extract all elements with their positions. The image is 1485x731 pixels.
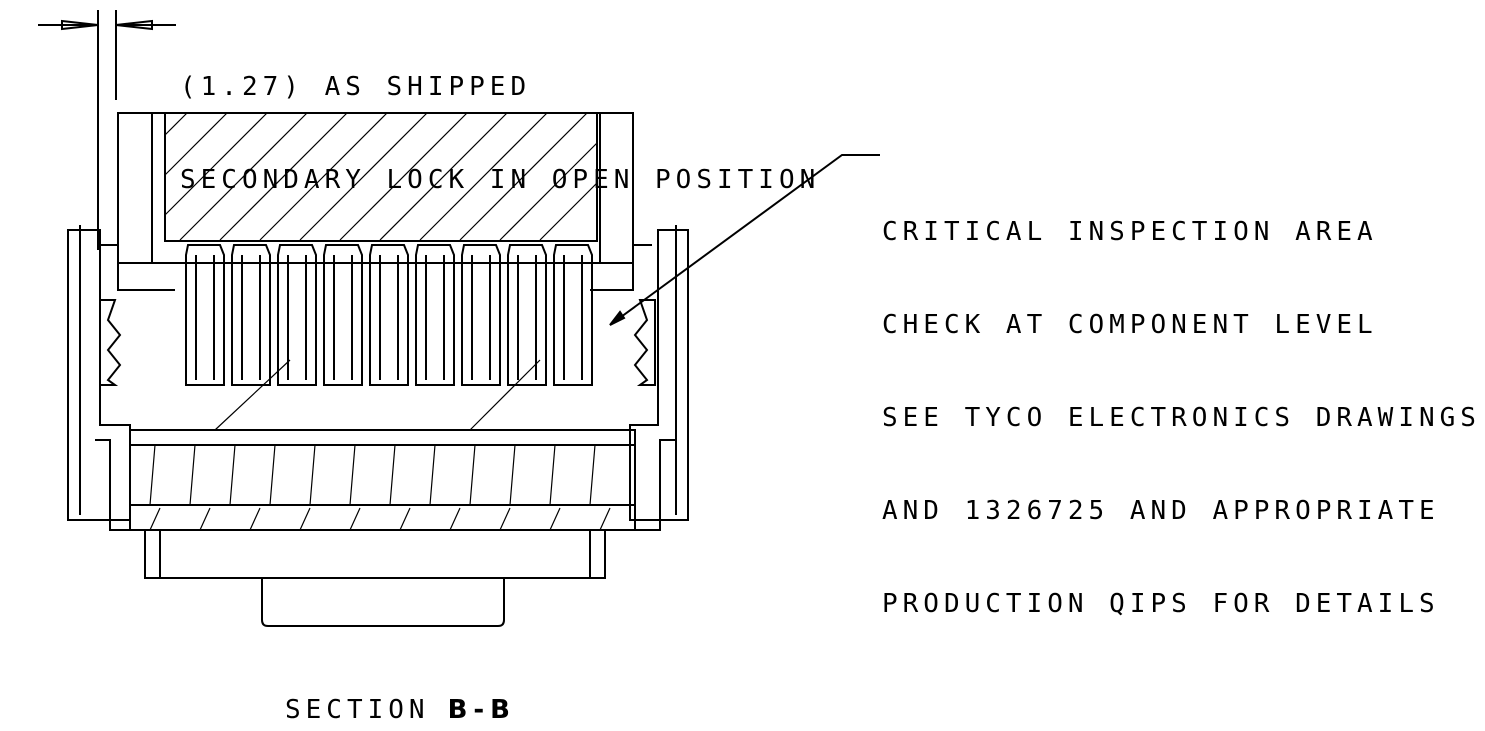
terminal-finger-detail [241,255,261,380]
terminal-fingers [185,244,593,386]
terminal-finger-detail [517,255,537,380]
inspection-note-line: CHECK AT COMPONENT LEVEL [882,310,1378,340]
terminal-finger-detail [471,255,491,380]
terminal-finger-detail [333,255,353,380]
seal-left [99,299,122,386]
terminal-finger-detail [425,255,445,380]
section-word: SECTION [285,695,430,725]
section-id: B-B [447,695,517,725]
dimension-note: (1.27) AS SHIPPED SECONDARY LOCK IN OPEN… [180,10,820,227]
terminal-finger-detail [287,255,307,380]
terminal-finger [277,244,317,386]
terminal-finger [415,244,455,386]
lower-body [95,429,675,627]
terminal-finger [553,244,593,386]
dimension-arrows [38,10,176,250]
grommet-hatching [149,359,611,531]
dimension-note-line2: SECONDARY LOCK IN OPEN POSITION [180,165,821,195]
terminal-finger [185,244,225,386]
terminal-finger [323,244,363,386]
inspection-note-line: SEE TYCO ELECTRONICS DRAWINGS [882,403,1481,433]
terminal-finger [461,244,501,386]
terminal-finger-detail [563,255,583,380]
inspection-note-line: AND 1326725 AND APPROPRIATE [882,496,1440,526]
terminal-finger [507,244,547,386]
terminal-finger [369,244,409,386]
inspection-note: CRITICAL INSPECTION AREA CHECK AT COMPON… [882,155,1481,651]
dimension-note-line1: (1.27) AS SHIPPED [180,72,532,102]
lock-hatching [164,112,598,241]
seal-right [633,299,656,386]
terminal-finger [231,244,271,386]
connector-housing [67,112,689,521]
terminal-finger-detail [379,255,399,380]
inspection-note-line: PRODUCTION QIPS FOR DETAILS [882,589,1440,619]
terminal-finger-detail [195,255,215,380]
inspection-note-line: CRITICAL INSPECTION AREA [882,217,1378,247]
section-label: SECTION B-B [285,695,510,725]
